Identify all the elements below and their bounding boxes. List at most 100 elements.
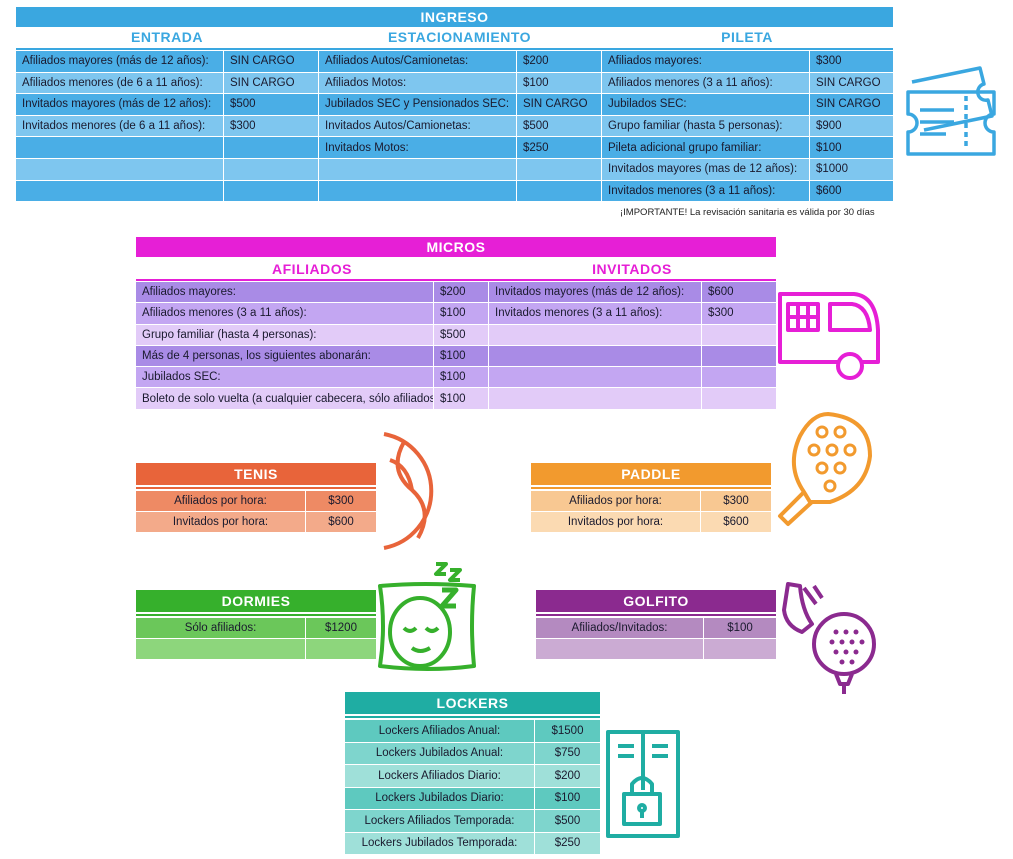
tenis-rule: [136, 487, 376, 489]
table-row: [489, 345, 776, 368]
table-row: [319, 158, 601, 181]
row-value: $600: [723, 516, 749, 528]
row-label: [536, 639, 704, 659]
row-label: [489, 345, 702, 367]
row-label: [489, 388, 702, 409]
table-row: Invitados menores (3 a 11 años):$600: [602, 180, 893, 203]
table-row: Invitados Motos:$250: [319, 137, 601, 159]
row-value: [704, 639, 776, 659]
golfito-header: GOLFITO: [536, 590, 776, 612]
row-label: Invitados menores (de 6 a 11 años):: [16, 115, 224, 137]
table-row: Afiliados mayores: $200: [136, 282, 488, 304]
table-row: Lockers Jubilados Diario:$100: [345, 787, 600, 810]
ticket-icon: [906, 66, 996, 156]
row-label: Lockers Afiliados Anual:: [345, 720, 535, 742]
paddle-header: PADDLE: [531, 463, 771, 485]
row-label: Afiliados Autos/Camionetas:: [319, 51, 517, 72]
row-value: [224, 137, 318, 158]
row-value: $100: [554, 792, 581, 805]
row-label: Afiliados mayores:: [136, 282, 434, 303]
row-label: Afiliados mayores:: [602, 51, 810, 72]
dormies-table: Sólo afiliados: $1200: [136, 618, 376, 660]
dormies-header: DORMIES: [136, 590, 376, 612]
row-label: Invitados por hora:: [531, 512, 701, 532]
table-row: Afiliados mayores:$300: [602, 51, 893, 73]
entrada-table: Afiliados mayores (más de 12 años): SIN C…: [16, 51, 318, 203]
row-label: [16, 137, 224, 158]
row-label: Invitados mayores (más de 12 años):: [16, 94, 224, 115]
row-value: $250: [554, 837, 581, 850]
table-row: Jubilados SEC: SIN CARGO: [602, 94, 893, 116]
table-row: Más de 4 personas, los siguientes abonar…: [136, 345, 488, 368]
table-row: Lockers Afiliados Anual:$1500: [345, 720, 600, 743]
entrada-title: ENTRADA: [131, 29, 203, 45]
table-row: Invitados por hora:$600: [136, 512, 376, 533]
micros-invitados-title: INVITADOS: [592, 261, 672, 277]
table-row: Invitados por hora: $600: [531, 512, 771, 533]
row-label: Afiliados menores (3 a 11 años):: [602, 72, 810, 94]
micros-afiliados-title: AFILIADOS: [272, 261, 352, 277]
row-label: Invitados mayores (mas de 12 años):: [602, 158, 810, 180]
table-row: [489, 388, 776, 410]
row-value: $600: [816, 184, 842, 197]
row-label: Afiliados menores (3 a 11 años):: [136, 303, 434, 324]
row-label: Invitados Autos/Camionetas:: [319, 115, 517, 137]
row-value: $100: [440, 392, 466, 405]
row-value: SIN CARGO: [230, 55, 295, 68]
row-label: Afiliados por hora:: [136, 491, 306, 511]
table-row: Invitados mayores (más de 12 años): $500: [16, 94, 318, 116]
row-label: [136, 639, 306, 659]
table-row: Jubilados SEC:$100: [136, 367, 488, 389]
row-value: $100: [727, 622, 753, 634]
row-value: SIN CARGO: [523, 98, 588, 111]
table-row: Jubilados SEC y Pensionados SEC:SIN CARG…: [319, 94, 601, 116]
row-value: SIN CARGO: [816, 98, 881, 111]
row-label: [319, 158, 517, 180]
row-label: [319, 180, 517, 202]
row-label: Lockers Jubilados Anual:: [345, 742, 535, 764]
row-value: $1200: [325, 622, 357, 634]
table-row: [319, 180, 601, 203]
row-value: SIN CARGO: [816, 76, 881, 89]
table-row: [16, 158, 318, 181]
row-label: Invitados Motos:: [319, 137, 517, 158]
row-label: Invitados menores (3 a 11 años):: [489, 303, 702, 324]
row-value: $300: [723, 495, 749, 507]
row-value: [224, 181, 318, 202]
ingreso-header: INGRESO: [16, 7, 893, 27]
row-label: Afiliados menores (de 6 a 11 años):: [16, 72, 224, 94]
row-label: [489, 324, 702, 345]
table-row: [536, 639, 776, 660]
table-row: Afiliados por hora:$300: [136, 491, 376, 512]
table-row: Invitados menores (3 a 11 años):$300: [489, 303, 776, 325]
row-value: $500: [523, 120, 549, 133]
micros-rule: [136, 279, 776, 281]
row-value: $600: [708, 286, 734, 299]
row-label: Afiliados Motos:: [319, 72, 517, 94]
row-label: [16, 158, 224, 180]
table-row: Invitados mayores (más de 12 años): $600: [489, 282, 776, 304]
table-row: Lockers Afiliados Temporada:$500: [345, 810, 600, 833]
row-label: Invitados por hora:: [136, 512, 306, 532]
lockers-rule: [345, 716, 600, 718]
row-label: Invitados mayores (más de 12 años):: [489, 282, 702, 303]
row-label: Afiliados mayores (más de 12 años):: [16, 51, 224, 72]
table-row: Boleto de solo vuelta (a cualquier cabec…: [136, 388, 488, 410]
tennis-ball-icon: [383, 432, 434, 550]
table-row: Afiliados mayores (más de 12 años): SIN C…: [16, 51, 318, 73]
row-value: $500: [230, 98, 256, 111]
row-value: $200: [440, 286, 466, 299]
row-value: [702, 325, 776, 345]
table-row: Invitados Autos/Camionetas: $500: [319, 115, 601, 138]
pileta-important-note: ¡IMPORTANTE! La revisación sanitaria es …: [620, 207, 875, 218]
ingreso-rule: [16, 48, 893, 50]
row-label: Sólo afiliados:: [136, 618, 306, 638]
row-value: $500: [554, 814, 581, 827]
table-row: [16, 180, 318, 203]
table-row: Afiliados por hora:$300: [531, 491, 771, 512]
row-value: $750: [554, 747, 581, 760]
row-label: Jubilados SEC:: [602, 94, 810, 115]
